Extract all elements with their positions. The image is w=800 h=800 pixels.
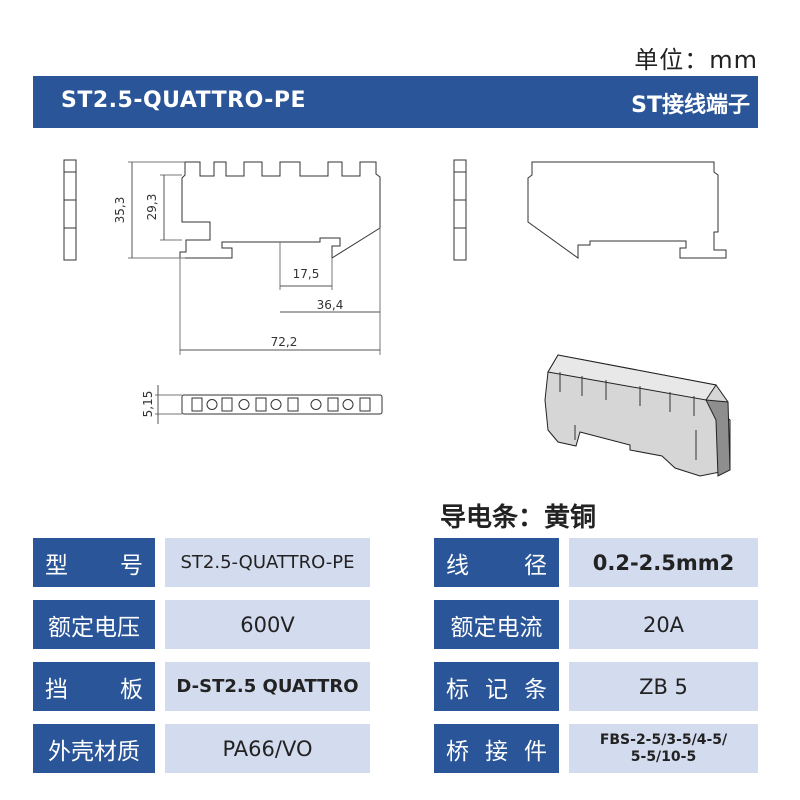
spec-value-end-plate: D-ST2.5 QUATTRO [165,662,370,711]
unit-label: 单位：mm [634,46,758,74]
top-view [155,385,383,424]
side-view-left [63,159,77,261]
front-view [179,161,381,259]
dim-72-2: 72,2 [271,335,298,349]
spec-label-voltage: 额定电压 [33,600,155,649]
spec-value-housing: PA66/VO [165,724,370,773]
dim-17-5: 17,5 [293,267,320,281]
conductor-label: 导电条：黄铜 [440,503,597,533]
side-view-right [453,159,467,261]
spec-label-housing: 外壳材质 [33,724,155,773]
spec-label-model: 型号 [33,538,155,587]
title-banner: ST2.5-QUATTRO-PE ST接线端子 [33,76,758,128]
dim-35-3: 35,3 [113,197,127,224]
dim-29-3: 29,3 [145,194,159,221]
spec-label-current: 额定电流 [434,600,559,649]
spec-value-voltage: 600V [165,600,370,649]
back-view [527,161,727,259]
model-title: ST2.5-QUATTRO-PE [61,88,307,113]
category-title: ST接线端子 [631,93,750,118]
isometric-view [544,354,731,477]
spec-value-marker: ZB 5 [569,662,758,711]
dim-5-15: 5,15 [141,391,155,418]
spec-label-end-plate: 挡板 [33,662,155,711]
spec-value-jumper: FBS-2-5/3-5/4-5/ 5-5/10-5 [569,724,758,773]
spec-value-wire: 0.2-2.5mm2 [569,538,758,587]
spec-label-jumper: 桥接件 [434,724,559,773]
dim-36-4: 36,4 [317,298,344,312]
spec-label-marker: 标记条 [434,662,559,711]
spec-value-current: 20A [569,600,758,649]
spec-label-wire: 线径 [434,538,559,587]
spec-value-model: ST2.5-QUATTRO-PE [165,538,370,587]
